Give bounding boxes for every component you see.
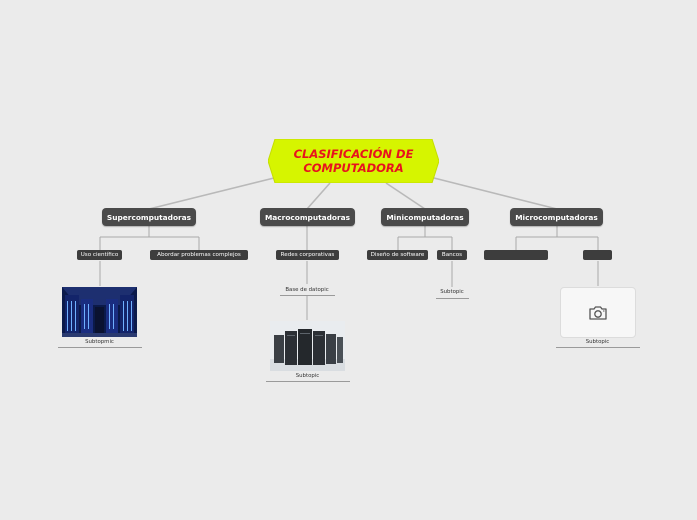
main-topic-minicomputadoras[interactable]: Minicomputadoras [381,208,469,226]
central-topic[interactable]: CLASIFICACIÓN DE COMPUTADORA [268,139,439,183]
mainframe-image [270,321,345,371]
leaf-underline [436,298,469,299]
subtopic-label: Abordar problemas complejos [157,252,241,258]
subtopic-label: Bancos [441,252,463,258]
camera-icon [589,305,607,320]
leaf-underline [58,347,142,348]
central-topic-shape [268,139,439,183]
subtopic-blank-2[interactable] [583,250,612,260]
subtopic-label: Diseño de software [370,252,425,258]
leaf-label-minicomputadoras[interactable]: Subtopic [440,289,464,295]
subtopic-blank-1[interactable] [484,250,548,260]
leaf-underline [556,347,640,348]
subtopic-label: Redes corporativas [280,252,335,258]
leaf-label-microcomputadoras[interactable]: Subtopic [585,339,610,345]
subtopic-label: Uso científico [80,252,119,258]
main-topic-supercomputadoras[interactable]: Supercomputadoras [102,208,196,226]
central-topic-title: CLASIFICACIÓN DE COMPUTADORA [293,147,414,175]
main-topic-label: Minicomputadoras [386,212,464,222]
main-topic-label: Microcomputadoras [515,212,598,222]
leaf-label-macrocomputadoras[interactable]: Subtopic [295,373,320,379]
main-topic-microcomputadoras[interactable]: Microcomputadoras [510,208,603,226]
leaf-underline [280,295,335,296]
main-topic-macrocomputadoras[interactable]: Macrocomputadoras [260,208,355,226]
supercomputer-image [62,287,137,337]
main-topic-label: Macrocomputadoras [264,212,351,222]
main-topic-label: Supercomputadoras [106,212,192,222]
subtopic-bancos[interactable]: Bancos [437,250,467,260]
subtopic-abordar-problemas[interactable]: Abordar problemas complejos [150,250,248,260]
image-placeholder[interactable] [560,287,636,338]
mainframe-illustration [270,321,345,371]
subtopic-uso-cientifico[interactable]: Uso científico [77,250,122,260]
leaf-label-supercomputadoras[interactable]: Subtopmic [85,339,114,345]
subtopic-diseno-software[interactable]: Diseño de software [367,250,428,260]
server-room-illustration [62,287,137,337]
subtopic-redes-corporativas[interactable]: Redes corporativas [276,250,339,260]
leaf-underline [266,381,350,382]
leaf-label-base-de-datos[interactable]: Base de datopic [285,287,329,293]
